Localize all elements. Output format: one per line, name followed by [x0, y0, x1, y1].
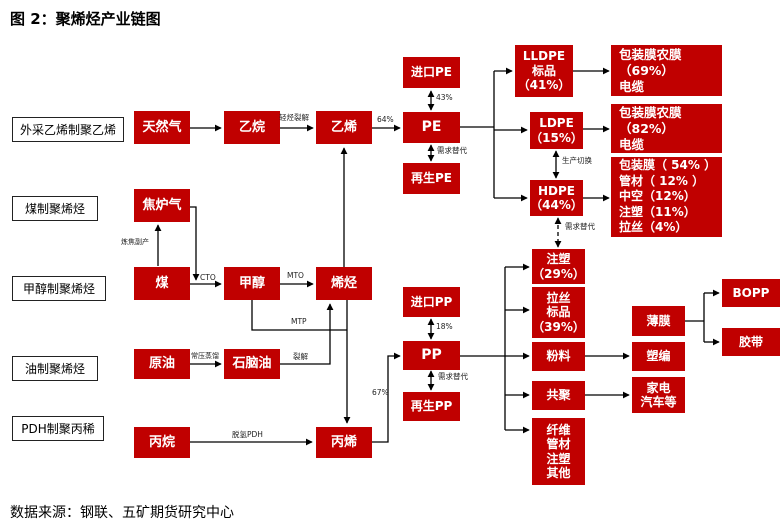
- node-ldpe: LDPE （15%）: [530, 112, 583, 149]
- edge-label-mtp: MTP: [291, 317, 307, 326]
- edge-label-light-hc-cracking: 轻烃裂解: [279, 113, 309, 122]
- node-copolymer: 共聚: [532, 381, 585, 410]
- node-drawing-standard: 拉丝 标品 （39%）: [532, 287, 585, 338]
- node-hdpe-downstream: 包装膜（ 54% ） 管材（ 12% ） 中空（12%） 注塑（11%） 拉丝（…: [611, 157, 722, 237]
- node-recycled-pe: 再生PE: [403, 163, 460, 194]
- edge-label-coking-byproduct: 炼焦副产: [121, 238, 149, 246]
- category-pdh: PDH制聚丙稀: [12, 416, 104, 441]
- node-naphtha: 石脑油: [224, 349, 280, 379]
- node-plastic-weaving: 塑编: [632, 342, 685, 371]
- node-pe: PE: [403, 112, 460, 143]
- node-recycled-pp: 再生PP: [403, 392, 460, 421]
- node-bopp: BOPP: [722, 279, 780, 307]
- category-oil-based: 油制聚烯烃: [12, 356, 98, 381]
- edge-label-67pct: 67%: [372, 388, 389, 397]
- edge-label-cto: CTO: [200, 273, 216, 282]
- node-injection-molding: 注塑 （29%）: [532, 249, 585, 284]
- node-crude-oil: 原油: [134, 349, 190, 379]
- node-methanol: 甲醇: [224, 267, 280, 300]
- node-propylene: 丙烯: [316, 427, 372, 458]
- node-natural-gas: 天然气: [134, 111, 190, 144]
- category-coal-based: 煤制聚烯烃: [12, 196, 98, 221]
- node-coke-oven-gas: 焦炉气: [134, 189, 190, 222]
- edge-label-64pct: 64%: [377, 115, 394, 124]
- edge-label-pdh-dehydrogenation: 脱氢PDH: [232, 430, 263, 439]
- node-imported-pp: 进口PP: [403, 287, 460, 317]
- node-pp: PP: [403, 341, 460, 370]
- node-lldpe-downstream: 包装膜农膜（69%） 电缆: [611, 45, 722, 96]
- node-coal: 煤: [134, 267, 190, 300]
- edge-label-demand-substitution-pp: 需求替代: [438, 372, 468, 381]
- node-imported-pe: 进口PE: [403, 57, 460, 88]
- category-purchased-ethylene: 外采乙烯制聚乙烯: [12, 117, 124, 142]
- edge-label-demand-substitution-pe: 需求替代: [437, 146, 467, 155]
- node-olefins: 烯烃: [316, 267, 372, 300]
- node-propane: 丙烷: [134, 427, 190, 458]
- pe-flow-arrows: [190, 67, 610, 248]
- node-film: 薄膜: [632, 306, 685, 336]
- edge-label-production-switch: 生产切换: [562, 156, 592, 165]
- figure-title: 图 2：聚烯烃产业链图: [10, 10, 161, 28]
- edge-label-mto: MTO: [287, 271, 304, 280]
- edge-label-18pct: 18%: [436, 322, 453, 331]
- node-fiber-pipe-other: 纤维 管材 注塑 其他: [532, 418, 585, 485]
- node-ethane: 乙烷: [224, 111, 280, 144]
- node-hdpe: HDPE （44%）: [530, 180, 583, 216]
- node-tape: 胶带: [722, 328, 780, 356]
- data-source-caption: 数据来源：钢联、五矿期货研究中心: [10, 505, 234, 521]
- node-ethylene: 乙烯: [316, 111, 372, 144]
- category-methanol-based: 甲醇制聚烯烃: [12, 276, 106, 301]
- node-appliance-auto: 家电 汽车等: [632, 377, 685, 413]
- node-powder: 粉料: [532, 342, 585, 371]
- node-lldpe: LLDPE 标品 （41%）: [515, 45, 573, 97]
- edge-label-43pct: 43%: [436, 93, 453, 102]
- node-ldpe-downstream: 包装膜农膜（82%） 电缆: [611, 104, 722, 153]
- edge-label-atmospheric-distillation: 常压蒸馏: [191, 352, 219, 360]
- edge-label-demand-substitution-hdpe: 需求替代: [565, 222, 595, 231]
- edge-label-cracking: 裂解: [293, 352, 308, 361]
